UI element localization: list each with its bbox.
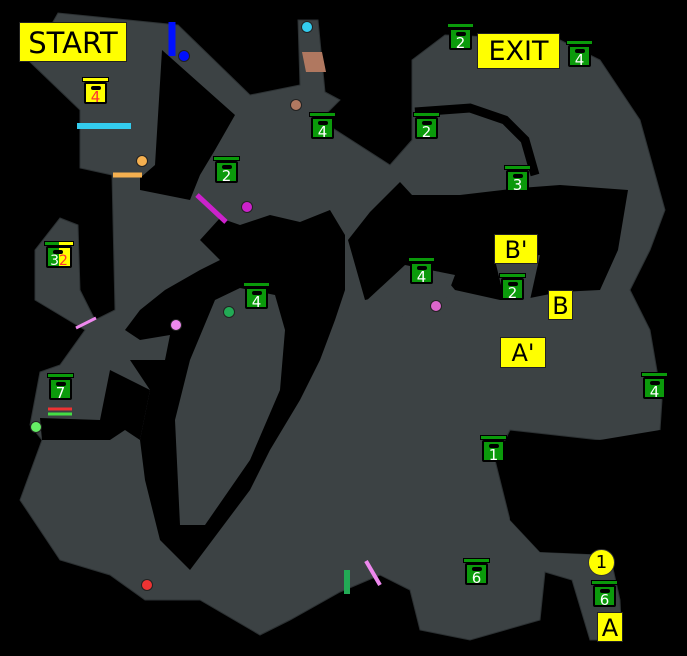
chest[interactable]: 4 xyxy=(309,112,336,141)
chest-count: 7 xyxy=(55,384,66,402)
chasm-bottom-right xyxy=(510,430,687,656)
switch-magenta[interactable] xyxy=(241,201,253,213)
chest[interactable]: 2 xyxy=(499,273,526,302)
chest-count: 2 xyxy=(221,167,232,185)
chest-count-green: 3 xyxy=(50,253,59,269)
chest-count-gold: 2 xyxy=(59,253,68,269)
chest[interactable]: 6 xyxy=(463,558,490,587)
warp-a-prime-label: A' xyxy=(500,337,546,368)
chasm-left xyxy=(40,370,150,440)
switch-orange[interactable] xyxy=(136,155,148,167)
warp-b-label: B xyxy=(548,290,573,320)
chasm-right xyxy=(348,182,628,300)
chest-count: 3 xyxy=(512,176,523,194)
warp-b-prime-label: B' xyxy=(494,234,538,264)
door-pink xyxy=(75,316,97,330)
switch-orchid[interactable] xyxy=(430,300,442,312)
switch-red[interactable] xyxy=(141,579,153,591)
chest-count: 4 xyxy=(649,383,660,401)
switch-pink[interactable] xyxy=(170,319,182,331)
switch-brown[interactable] xyxy=(290,99,302,111)
switch-cyan[interactable] xyxy=(301,21,313,33)
exit-label: EXIT xyxy=(477,33,560,69)
chest[interactable]: 4 xyxy=(641,372,668,401)
switch-blue[interactable] xyxy=(178,50,190,62)
marker-1: 1 xyxy=(588,549,615,576)
chest-count: 4 xyxy=(251,293,262,311)
chest[interactable]: 6 xyxy=(591,580,618,609)
central-island xyxy=(175,288,285,525)
chest-count: 4 xyxy=(90,88,101,106)
chest[interactable]: 4 xyxy=(408,257,435,286)
chest[interactable]: 3 xyxy=(504,165,531,194)
chest[interactable]: 1 xyxy=(480,435,507,464)
chest[interactable]: 2 xyxy=(413,112,440,141)
door-magenta xyxy=(195,193,228,224)
chest-count: 2 xyxy=(421,123,432,141)
chest-count: 6 xyxy=(471,569,482,587)
door-pink-bottom xyxy=(364,559,382,587)
chest[interactable]: 7 xyxy=(47,373,74,402)
warp-a-label: A xyxy=(597,612,623,642)
chasm-upper-left xyxy=(140,50,235,200)
chest[interactable]: 2 xyxy=(447,23,474,52)
chest[interactable]: 4 xyxy=(243,282,270,311)
door-brown xyxy=(302,52,326,72)
chest-count: 4 xyxy=(574,51,585,69)
chest-split[interactable]: 32 xyxy=(44,241,74,269)
switch-green[interactable] xyxy=(223,306,235,318)
chest-count: 1 xyxy=(488,446,499,464)
chest-count: 4 xyxy=(416,268,427,286)
switch-lightgreen[interactable] xyxy=(30,421,42,433)
chest-count: 2 xyxy=(455,34,466,52)
ridge-wall xyxy=(414,103,540,177)
chest[interactable]: 4 xyxy=(566,40,593,69)
chest-count: 4 xyxy=(317,123,328,141)
chest[interactable]: 4 xyxy=(82,77,109,106)
chest-count: 6 xyxy=(599,591,610,609)
chest-count: 2 xyxy=(507,284,518,302)
chest[interactable]: 2 xyxy=(213,156,240,185)
start-label: START xyxy=(19,22,127,62)
